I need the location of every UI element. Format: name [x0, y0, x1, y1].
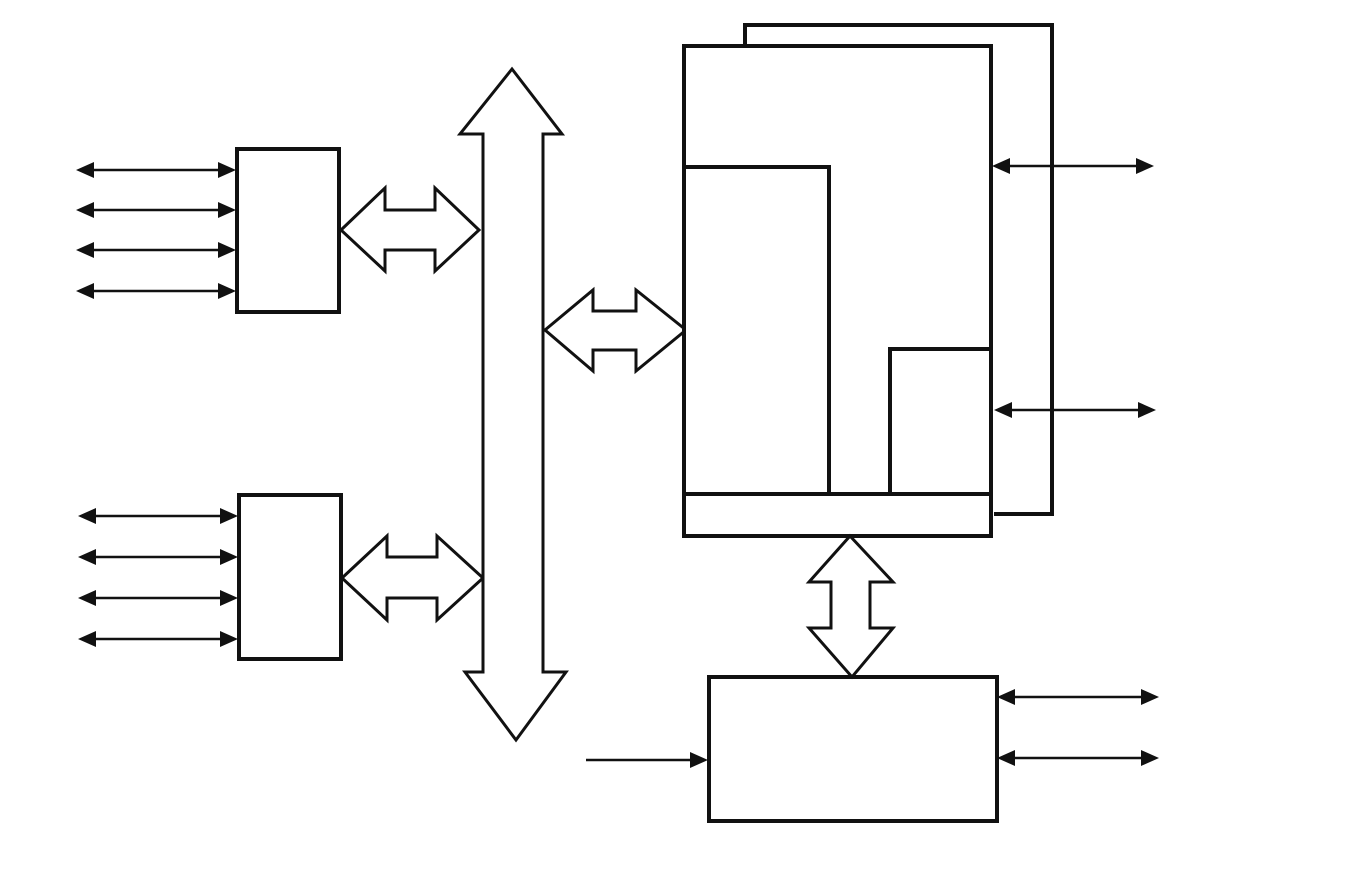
arrowhead-right [220, 631, 238, 647]
back-card-outline [743, 23, 1054, 516]
arrowhead-right [220, 508, 238, 524]
arrowhead-left [997, 689, 1015, 705]
arrowhead-right [218, 202, 236, 218]
bus-connector-middle [542, 286, 689, 375]
system-bus-vertical [456, 66, 569, 743]
arrowhead-left [76, 242, 94, 258]
front-card [682, 44, 993, 538]
arrowhead-right [1141, 750, 1159, 766]
inner-large-block [682, 165, 831, 496]
arrowhead-right [1141, 689, 1159, 705]
left-top-signal-lines [76, 162, 236, 299]
bus-connector-top-left [338, 184, 482, 275]
arrowhead-right [218, 283, 236, 299]
arrowhead-right [218, 162, 236, 178]
left-bottom-block [237, 493, 343, 661]
arrowhead-left [76, 162, 94, 178]
left-top-block [235, 147, 341, 314]
arrowhead-left [78, 590, 96, 606]
arrowhead-left [992, 158, 1010, 174]
arrowhead-right [218, 242, 236, 258]
left-bottom-block-group [78, 493, 343, 661]
arrowhead-left [76, 202, 94, 218]
arrowhead-right [1138, 402, 1156, 418]
arrowhead-left [76, 283, 94, 299]
arrowhead-left [78, 508, 96, 524]
left-bottom-signal-lines [78, 508, 238, 647]
arrowhead-left [78, 631, 96, 647]
arrowhead-right [220, 590, 238, 606]
bus-connector-bottom-left [339, 532, 486, 624]
arrowhead-left [997, 750, 1015, 766]
arrowhead-left [994, 402, 1012, 418]
inner-small-block [888, 347, 993, 496]
arrowhead-left [78, 549, 96, 565]
bottom-right-block [707, 675, 999, 823]
bottom-right-block-group [586, 675, 1159, 823]
arrowhead-right [220, 549, 238, 565]
arrowhead-right [690, 752, 708, 768]
right-module-stack [682, 23, 1156, 538]
left-top-block-group [76, 147, 341, 314]
bus-connector-vertical [805, 533, 897, 680]
arrowhead-right [1136, 158, 1154, 174]
